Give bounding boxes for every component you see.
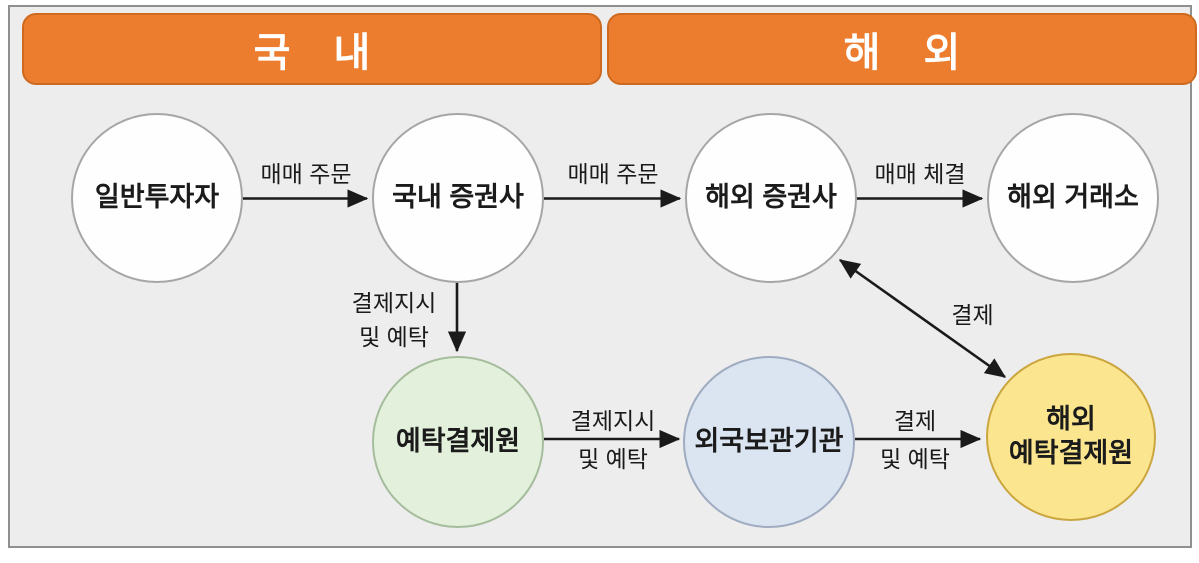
node-ksd-label: 예탁결제원 xyxy=(395,426,521,457)
node-overseas-broker-label: 해외 증권사 xyxy=(705,182,837,213)
header-overseas: 해 외 xyxy=(607,13,1197,85)
edge-execution-label: 매매 체결 xyxy=(874,161,966,187)
node-overseas-csd-label-line1: 해외 xyxy=(1046,404,1096,435)
node-investor: 일반투자자 xyxy=(71,113,243,283)
node-foreign-custodian: 외국보관기관 xyxy=(683,356,855,528)
header-domestic: 국 내 xyxy=(22,13,602,85)
node-foreign-custodian-label: 외국보관기관 xyxy=(694,426,844,457)
node-overseas-exchange-label: 해외 거래소 xyxy=(1007,182,1139,213)
node-investor-label: 일반투자자 xyxy=(94,182,220,213)
edge-settlement-label: 결제 xyxy=(951,302,994,328)
node-overseas-csd: 해외 예탁결제원 xyxy=(986,353,1156,521)
node-ksd: 예탁결제원 xyxy=(372,356,544,528)
edge-settle-deposit-label-line2: 및 예탁 xyxy=(880,446,950,472)
node-domestic-broker: 국내 증권사 xyxy=(372,113,544,283)
node-overseas-csd-label-line2: 예탁결제원 xyxy=(1008,438,1134,468)
edge-settle-instruct-vertical-label-line1: 결제지시 xyxy=(351,290,437,316)
header-domestic-label: 국 내 xyxy=(253,31,387,75)
node-overseas-exchange: 해외 거래소 xyxy=(987,113,1159,283)
node-domestic-broker-label: 국내 증권사 xyxy=(392,182,524,213)
node-overseas-broker: 해외 증권사 xyxy=(685,113,857,283)
edge-settle-deposit-label-line1: 결제 xyxy=(893,408,937,434)
edge-order1-label: 매매 주문 xyxy=(260,161,352,187)
edge-order2-label: 매매 주문 xyxy=(567,161,659,187)
edge-settle-instruct-horizontal-label-line2: 및 예탁 xyxy=(578,446,648,472)
edge-settle-instruct-horizontal-label-line1: 결제지시 xyxy=(570,408,656,434)
header-overseas-label: 해 외 xyxy=(843,31,977,75)
edge-settle-instruct-vertical-label-line2: 및 예탁 xyxy=(359,324,429,350)
